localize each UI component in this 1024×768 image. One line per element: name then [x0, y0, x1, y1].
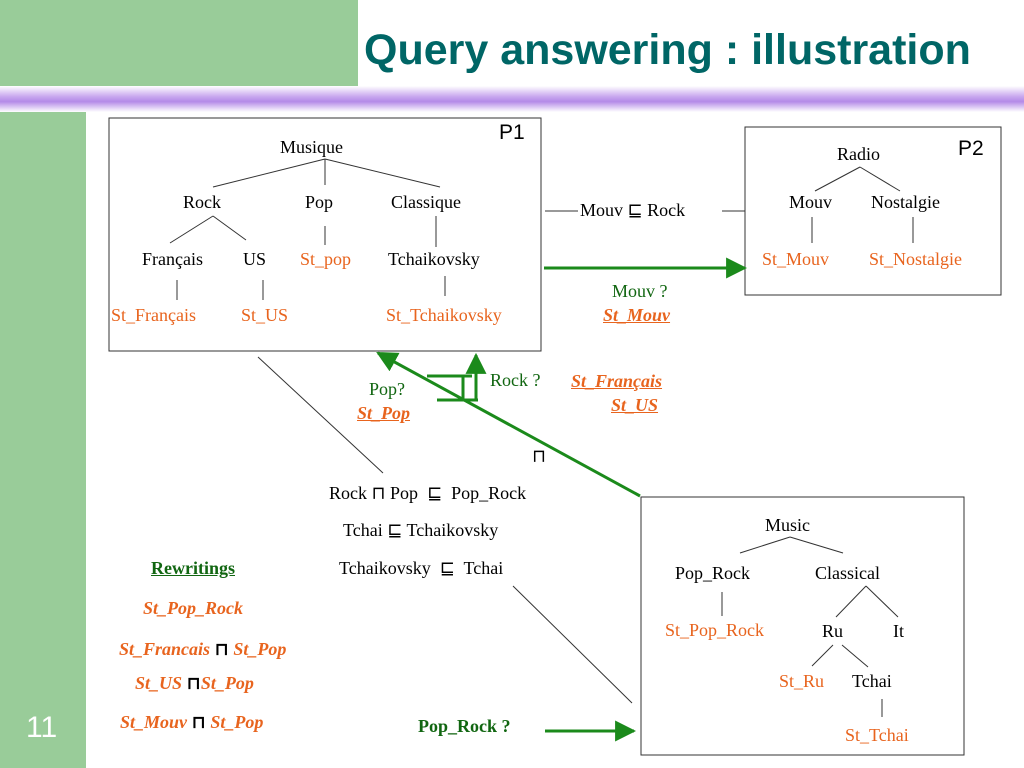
query-pop-rock: Pop_Rock ? — [418, 716, 511, 736]
p2-node-st-mouv: St_Mouv — [762, 249, 830, 269]
p3-node-st-pop-rock: St_Pop_Rock — [665, 620, 765, 640]
peer-label-p2: P2 — [958, 137, 984, 160]
subsumption-symbol: ⊑ — [627, 200, 643, 221]
p1-node-st-pop: St_pop — [300, 249, 352, 269]
conj-symbol: ⊓ — [214, 639, 229, 660]
rewriting-2: St_Francais ⊓ St_Pop — [119, 639, 287, 660]
mapping-mouv-right: Rock — [647, 200, 686, 220]
p3-root: Music — [765, 515, 810, 535]
p1-node-us: US — [243, 249, 267, 269]
p2-root: Radio — [837, 144, 880, 164]
p1-node-st-tchaikovsky: St_Tchaikovsky — [386, 305, 502, 325]
p1-node-classique: Classique — [391, 192, 461, 212]
peer-label-p1: P1 — [499, 121, 525, 144]
arrow-p3-to-p1 — [376, 351, 641, 498]
slide-title: Query answering : illustration — [364, 26, 971, 74]
p3-node-it: It — [893, 621, 904, 641]
p1-root: Musique — [280, 137, 343, 157]
subsumption-symbol: ⊑ — [439, 558, 455, 579]
slide-number: 11 — [26, 711, 58, 744]
mapping-tchaikovsky-tchai: Tchaikovsky ⊑ Tchai — [339, 558, 503, 579]
conj-symbol: ⊓ — [371, 483, 386, 504]
title-corner-block — [0, 0, 358, 86]
p1-node-st-francais: St_Français — [111, 305, 196, 325]
p2-node-mouv: Mouv — [789, 192, 833, 212]
left-sidebar — [0, 0, 86, 768]
mapping-rockpop-left: Rock — [329, 483, 367, 503]
p1-node-francais: Français — [142, 249, 203, 269]
title-underline-bar — [0, 86, 1024, 112]
p3-node-classical: Classical — [815, 563, 880, 583]
subsumption-symbol: ⊑ — [427, 483, 443, 504]
mapping-rock-pop: Rock ⊓ Pop ⊑ Pop_Rock — [329, 483, 526, 504]
p2-node-st-nostalgie: St_Nostalgie — [869, 249, 962, 269]
subsumption-symbol: ⊑ — [387, 520, 403, 541]
query-rock: Rock ? — [490, 370, 541, 390]
mapping-tchai-tchaikovsky: Tchai ⊑ Tchaikovsky — [343, 520, 498, 541]
p2-node-nostalgie: Nostalgie — [871, 192, 940, 212]
answer-st-mouv: St_Mouv — [603, 305, 671, 325]
conj-symbol: ⊓ — [186, 673, 201, 694]
conj-symbol: ⊓ — [191, 712, 206, 733]
p3-node-pop-rock: Pop_Rock — [675, 563, 751, 583]
p3-node-st-ru: St_Ru — [779, 671, 825, 691]
p3-node-st-tchai: St_Tchai — [845, 725, 909, 745]
p1-node-rock: Rock — [183, 192, 221, 212]
query-pop: Pop? — [369, 379, 405, 399]
answer-st-francais: St_Français — [571, 371, 663, 391]
answer-st-pop: St_Pop — [357, 403, 411, 423]
rewriting-3: St_US ⊓St_Pop — [135, 673, 254, 694]
p3-node-tchai: Tchai — [852, 671, 892, 691]
rewriting-4: St_Mouv ⊓ St_Pop — [120, 712, 264, 733]
mapping-tchai2-right: Tchai — [463, 558, 504, 578]
query-mouv: Mouv ? — [612, 281, 668, 301]
p1-node-st-us: St_US — [241, 305, 289, 325]
peer-box-p1 — [108, 117, 542, 352]
mapping-rockpop-mid: Pop — [390, 483, 419, 503]
mapping-rockpop-right: Pop_Rock — [451, 483, 527, 503]
rewriting-1: St_Pop_Rock — [143, 598, 244, 618]
p3-node-ru: Ru — [822, 621, 844, 641]
rewritings-heading: Rewritings — [151, 558, 235, 578]
peer-box-p3 — [640, 496, 965, 756]
p1-node-pop: Pop — [305, 192, 334, 212]
mapping-mouv-rock: Mouv ⊑ Rock — [580, 200, 685, 221]
mapping-tchai1-right: Tchaikovsky — [406, 520, 499, 540]
mapping-tchai1-left: Tchai — [343, 520, 383, 540]
mapping-mouv-left: Mouv — [580, 200, 624, 220]
p1-node-tchaikovsky: Tchaikovsky — [388, 249, 480, 269]
conj-symbol-standalone: ⊓ — [532, 446, 547, 467]
answer-st-us: St_US — [611, 395, 659, 415]
mapping-tchai2-left: Tchaikovsky — [339, 558, 431, 578]
